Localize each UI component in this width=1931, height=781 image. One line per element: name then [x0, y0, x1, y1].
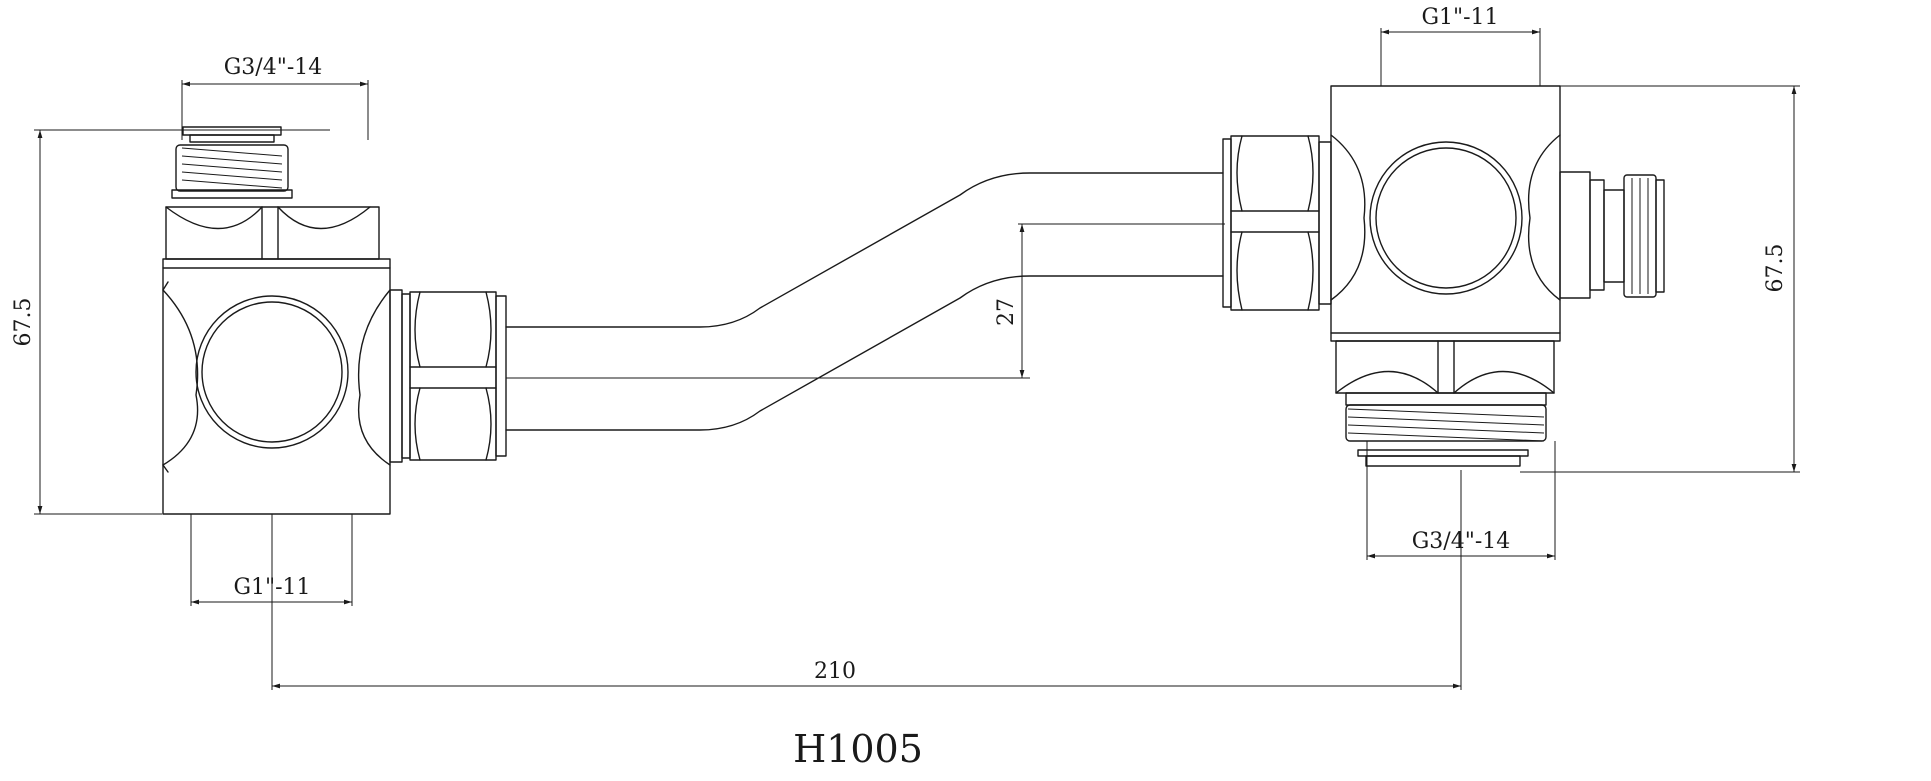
left-height-label: 67.5 [11, 298, 36, 347]
connecting-pipe [505, 172, 1224, 431]
offset-label: 27 [994, 298, 1019, 326]
right-height-label: 67.5 [1763, 244, 1788, 293]
left-top-thread-label: G3/4"-14 [224, 55, 323, 80]
dimension-offset: 27 [506, 223, 1225, 379]
left-valve-body [162, 126, 391, 515]
right-valve-body [1330, 85, 1665, 467]
left-union-nut [389, 289, 507, 463]
dimension-right-top-thread: G1"-11 [1380, 5, 1541, 86]
model-title: H1005 [793, 727, 923, 771]
dimension-center-distance: 210 [271, 470, 1462, 690]
right-top-thread-label: G1"-11 [1421, 5, 1498, 30]
right-union-nut [1222, 135, 1332, 311]
center-distance-label: 210 [814, 659, 856, 684]
dimension-right-height: 67.5 [1520, 85, 1800, 473]
dimension-left-height: 67.5 [11, 129, 330, 515]
